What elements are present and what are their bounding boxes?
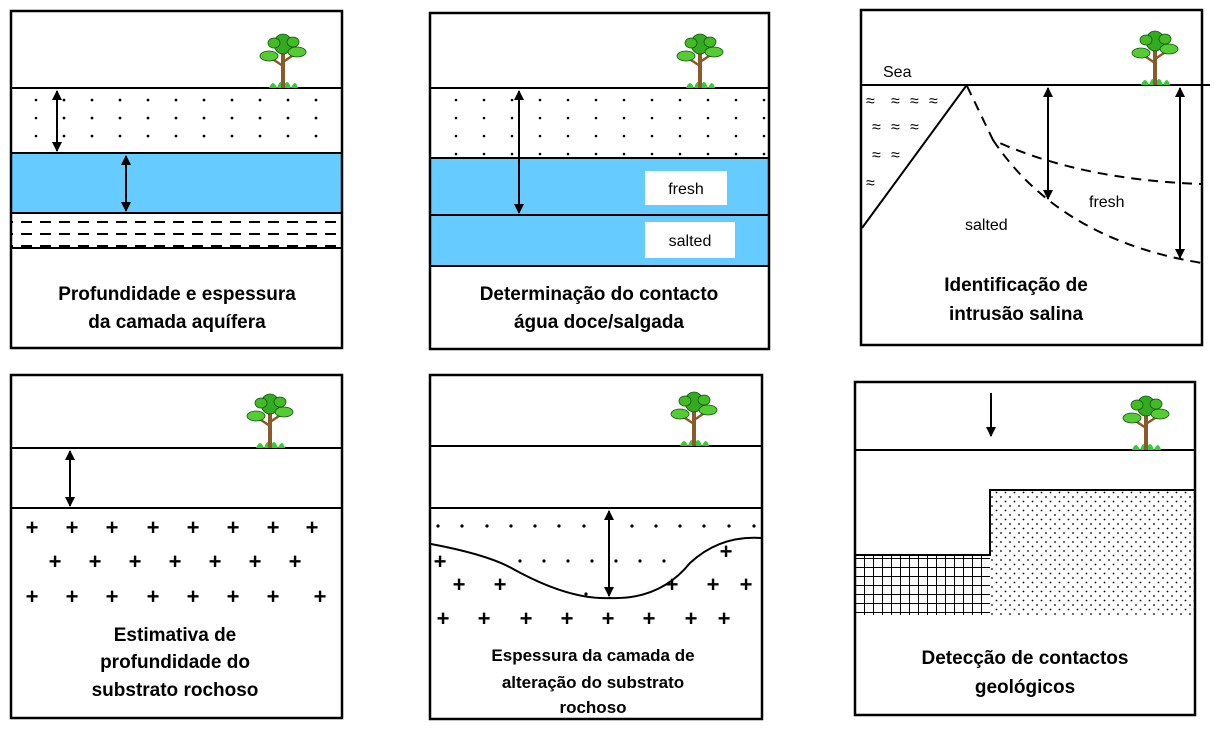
plus-symbol: + [249,549,262,574]
plus-symbol: + [66,584,79,609]
tree-icon [258,32,308,90]
sandstone-block [990,490,1195,615]
tree-icon [1121,394,1171,452]
plus-symbol: + [707,572,720,597]
plus-symbol: + [289,549,302,574]
fresh-label: fresh [668,181,704,198]
plus-symbol: + [437,606,450,631]
plus-symbol: + [227,515,240,540]
sea-waves: ≈ ≈ ≈ ≈ ≈ ≈ ≈ ≈ ≈ ≈ [866,93,938,192]
plus-symbol: + [666,572,679,597]
svg-text:≈: ≈ [891,93,900,110]
caption-line: Detecção de contactos [922,648,1129,669]
tree-icon [669,390,719,448]
grid-block [855,555,990,615]
panel-weathered-layer: +++++++++++++++ Espessura da camada de a… [428,373,764,721]
plus-symbol: + [267,584,280,609]
caption-line: alteração do substrato [502,673,684,692]
panel-fresh-salt-contact: fresh salted Determinação do contacto ág… [428,11,771,351]
panel-saline-intrusion: Sea ≈ ≈ ≈ ≈ ≈ ≈ ≈ ≈ ≈ ≈ fresh salted Ide… [859,8,1210,347]
plus-symbol: + [478,606,491,631]
plus-symbol: + [187,515,200,540]
caption-line: Identificação de [944,275,1088,296]
svg-text:≈: ≈ [929,93,938,110]
plus-symbol: + [89,549,102,574]
plus-symbol: + [740,572,753,597]
caption-line: Determinação do contacto [480,284,719,305]
svg-text:≈: ≈ [866,175,875,192]
panel-aquifer-depth: Profundidade e espessura da camada aquíf… [9,9,344,350]
bedrock-symbols: +++++++++++++++ [434,539,753,631]
caption-line: água doce/salgada [514,312,684,333]
caption-line: geológicos [975,677,1075,698]
svg-text:≈: ≈ [910,93,919,110]
clay-layer [11,213,342,248]
plus-symbol: + [685,606,698,631]
plus-symbol: + [227,584,240,609]
plus-symbol: + [187,584,200,609]
salted-label: salted [965,217,1008,234]
plus-symbol: + [453,572,466,597]
svg-text:≈: ≈ [891,147,900,164]
svg-text:≈: ≈ [872,119,881,136]
plus-symbol: + [314,584,327,609]
plus-symbol: + [26,515,39,540]
plus-symbol: + [602,606,615,631]
caption-line: da camada aquífera [88,312,266,333]
tree-icon [675,32,725,90]
svg-text:≈: ≈ [866,93,875,110]
caption-line: rochoso [559,698,626,717]
caption-line: Profundidade e espessura [58,284,296,305]
caption-line: Estimativa de [114,625,237,646]
plus-symbol: + [169,549,182,574]
plus-symbol: + [106,515,119,540]
plus-symbol: + [66,515,79,540]
plus-symbol: + [434,549,447,574]
bedrock-symbols: +++++++++++++++++++++++ [26,515,327,609]
plus-symbol: + [720,539,733,564]
plus-symbol: + [129,549,142,574]
tree-icon [245,392,295,450]
plus-symbol: + [147,584,160,609]
caption-line: substrato rochoso [92,680,259,701]
aquifer-layer [11,153,342,213]
plus-symbol: + [209,549,222,574]
plus-symbol: + [106,584,119,609]
plus-symbol: + [718,606,731,631]
svg-text:≈: ≈ [872,147,881,164]
weathered-dots [436,524,756,596]
plus-symbol: + [147,515,160,540]
plus-symbol: + [643,606,656,631]
panel-geological-contacts: Detecção de contactos geológicos [853,380,1197,717]
plus-symbol: + [267,515,280,540]
svg-text:≈: ≈ [891,119,900,136]
fresh-label: fresh [1089,194,1125,211]
plus-symbol: + [494,572,507,597]
plus-symbol: + [26,584,39,609]
sea-label: Sea [883,64,912,81]
plus-symbol: + [306,515,319,540]
tree-icon [1130,29,1180,87]
salted-label: salted [669,233,712,250]
plus-symbol: + [520,606,533,631]
svg-text:≈: ≈ [910,119,919,136]
caption-line: Espessura da camada de [491,646,694,665]
caption-line: profundidade do [100,652,250,673]
panel-bedrock-depth: +++++++++++++++++++++++ Estimativa de pr… [9,373,344,720]
plus-symbol: + [561,606,574,631]
caption-line: intrusão salina [949,304,1084,325]
plus-symbol: + [49,549,62,574]
